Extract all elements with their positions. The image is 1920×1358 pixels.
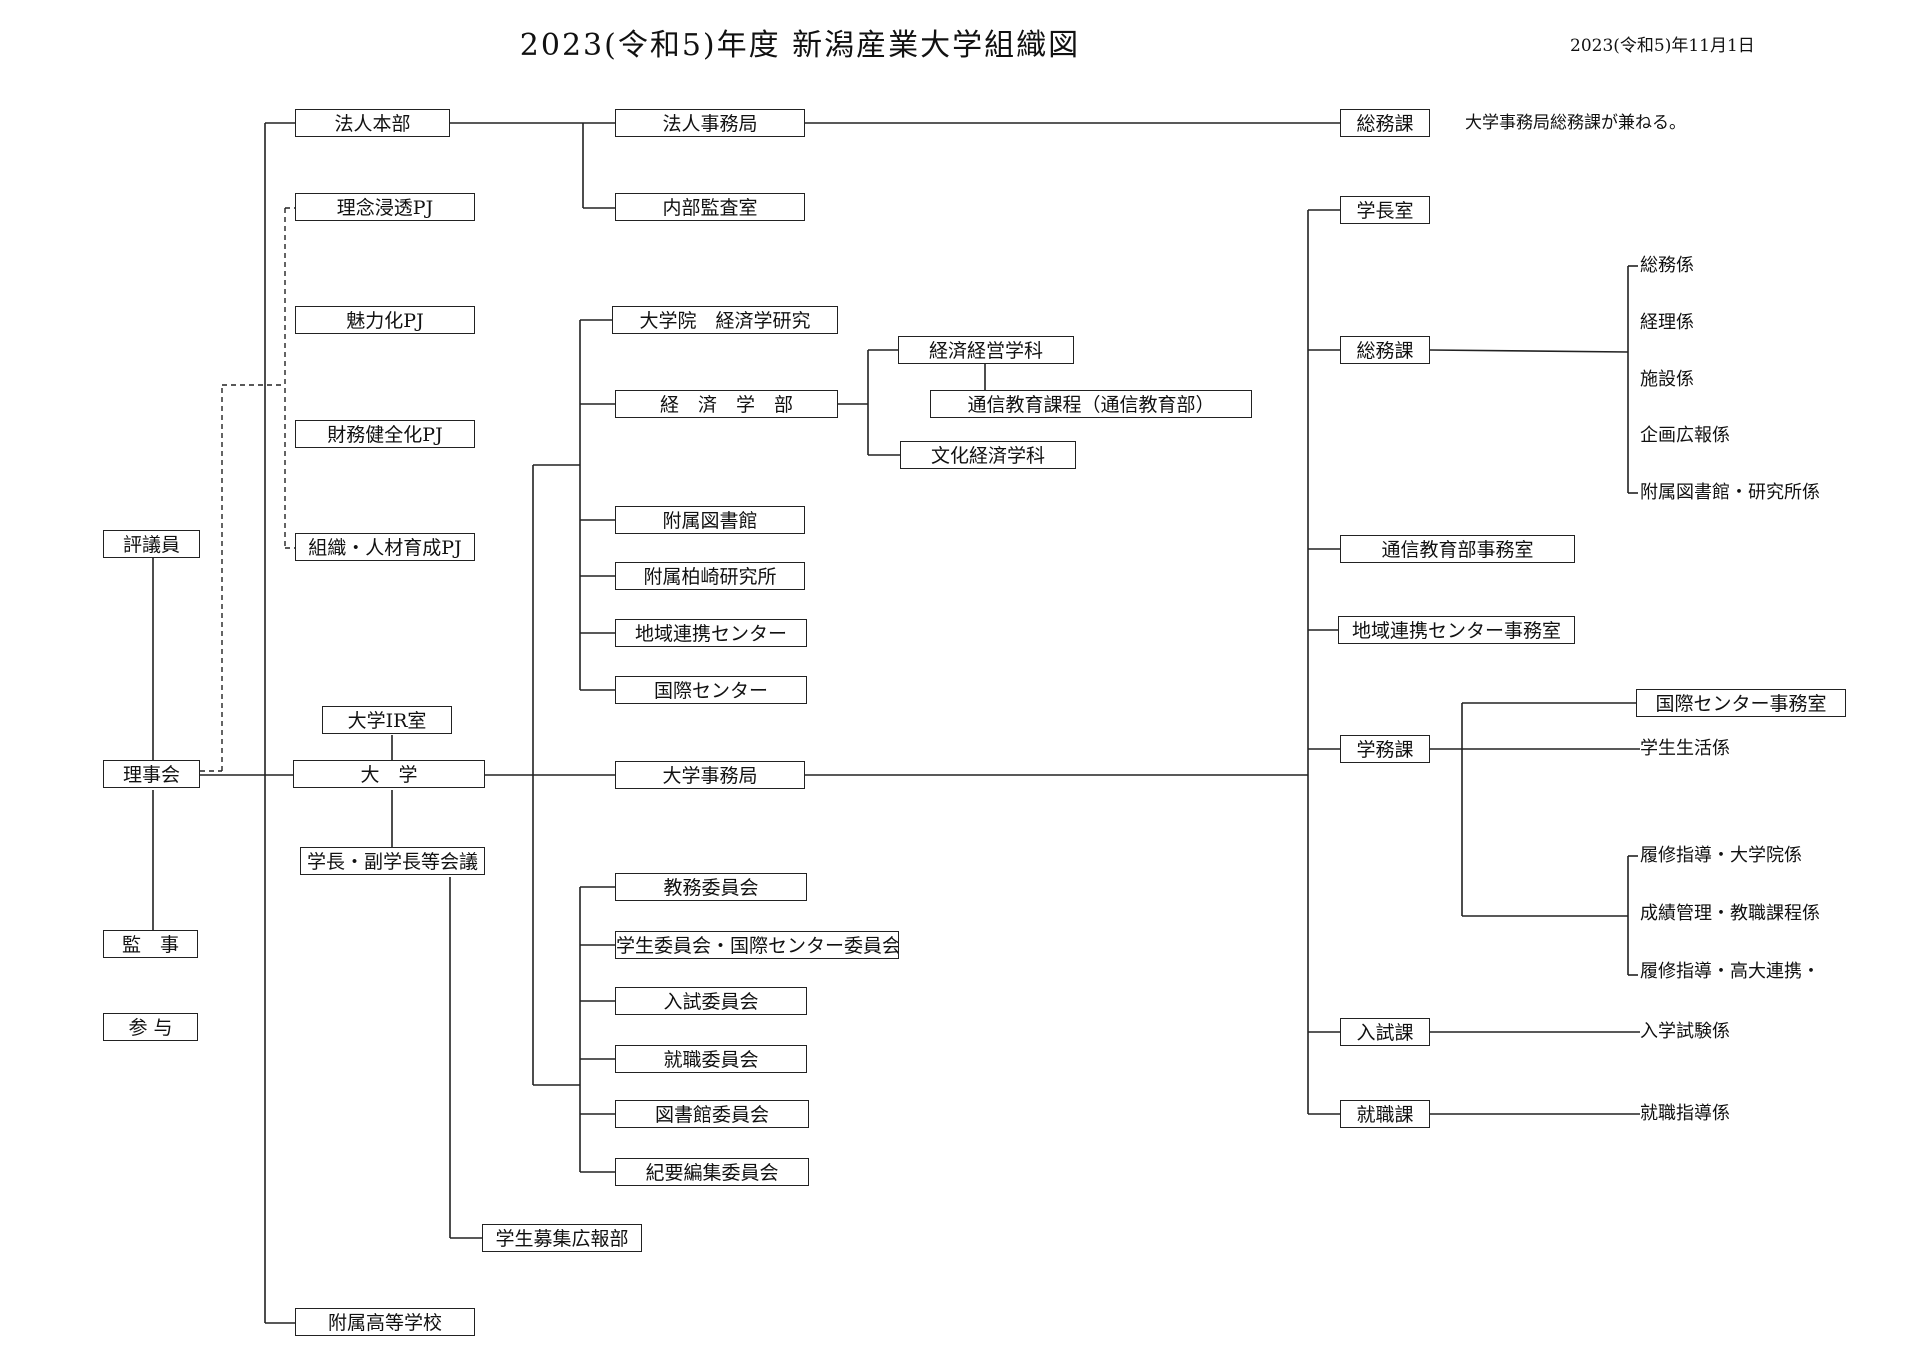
section-label: 総務係 [1640,255,1694,276]
node-naibu-kansa: 内部監査室 [615,193,805,221]
node-dept-business: 経済経営学科 [898,336,1074,364]
node-committee: 紀要編集委員会 [615,1158,809,1186]
page-title: 2023(令和5)年度 新潟産業大学組織図 [519,28,1081,63]
node-library: 附属図書館 [615,506,805,534]
section-label: 経理係 [1640,312,1694,333]
section-label: 企画広報係 [1640,425,1730,446]
section-label: 成績管理・教職課程係 [1640,903,1820,924]
node-nyushika: 入試課 [1340,1018,1430,1046]
node-ir-room: 大学IR室 [322,706,452,734]
node-distance-learning: 通信教育課程（通信教育部） [930,390,1252,418]
node-hyogiin: 評議員 [103,530,200,558]
node-faculty-economics: 経 済 学 部 [615,390,838,418]
node-hojin-jimukyoku: 法人事務局 [615,109,805,137]
node-graduate-school: 大学院 経済学研究 [612,306,838,334]
node-kokusai-office: 国際センター事務室 [1636,689,1846,717]
node-shushokuka: 就職課 [1340,1100,1430,1128]
section-label: 学生生活係 [1640,738,1730,759]
node-kanji: 監 事 [103,930,198,958]
node-tsushin-office: 通信教育部事務室 [1340,535,1575,563]
node-committee: 図書館委員会 [615,1100,809,1128]
node-council: 学長・副学長等会議 [300,847,485,875]
section-label: 履修指導・大学院係 [1640,845,1802,866]
node-project: 魅力化PJ [295,306,475,334]
node-dept-culture: 文化経済学科 [900,441,1076,469]
section-label: 施設係 [1640,369,1694,390]
node-sanyo: 参 与 [103,1013,198,1041]
node-committee: 教務委員会 [615,873,807,901]
node-rijikai: 理事会 [103,760,200,788]
section-label: 入学試験係 [1640,1021,1730,1042]
node-project: 理念浸透PJ [295,193,475,221]
node-gakuchoshitsu: 学長室 [1340,196,1430,224]
node-chiiki-office: 地域連携センター事務室 [1338,616,1575,644]
node-recruit: 学生募集広報部 [482,1224,642,1252]
node-corp-somuka: 総務課 [1340,109,1430,137]
section-label: 履修指導・高大連携・ [1640,961,1820,982]
node-international-center: 国際センター [615,676,807,704]
node-project: 組織・人材育成PJ [295,533,475,561]
node-committee: 学生委員会・国際センター委員会 [615,931,899,959]
section-label: 就職指導係 [1640,1103,1730,1124]
node-committee: 就職委員会 [615,1045,807,1073]
node-kashiwazaki-institute: 附属柏崎研究所 [615,562,805,590]
node-university: 大 学 [293,760,485,788]
section-label: 附属図書館・研究所係 [1640,482,1820,503]
node-regional-center: 地域連携センター [615,619,807,647]
node-university-office: 大学事務局 [615,761,805,789]
node-project: 財務健全化PJ [295,420,475,448]
node-high-school: 附属高等学校 [295,1308,475,1336]
document-date: 2023(令和5)年11月1日 [1570,36,1755,56]
node-gakumuka: 学務課 [1340,735,1430,763]
node-office-somuka: 総務課 [1340,336,1430,364]
node-committee: 入試委員会 [615,987,807,1015]
corp-somuka-note: 大学事務局総務課が兼ねる。 [1465,113,1686,133]
node-hojin-honbu: 法人本部 [295,109,450,137]
